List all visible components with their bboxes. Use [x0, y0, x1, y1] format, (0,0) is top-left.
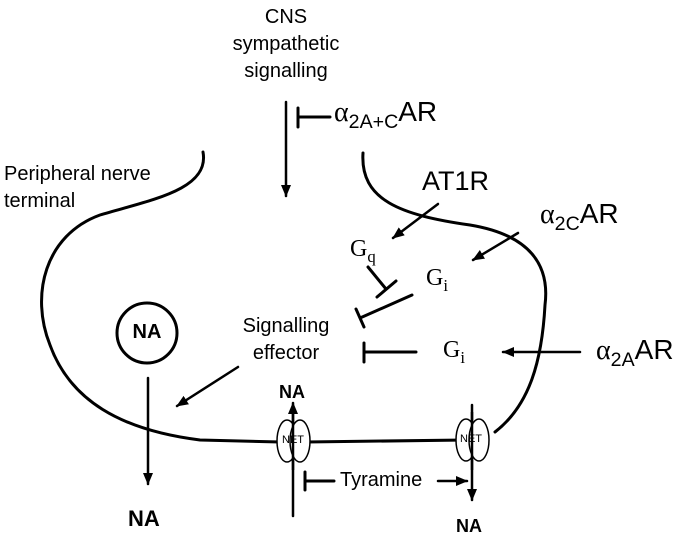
gi-lower-inhibition-line [362, 341, 418, 364]
net-right-label: NET [460, 433, 482, 445]
alpha2ac-inhibition-line [296, 106, 332, 129]
gi-protein-upper-label: Gi [426, 265, 449, 295]
gi-upper-inhibition-line [354, 293, 414, 329]
na-right-bottom-label: NA [456, 516, 482, 536]
at1r-receptor-label: AT1R [422, 166, 490, 196]
peripheral-nerve-terminal-label: Peripheral nerve terminal [4, 163, 151, 212]
gi-protein-lower-label: Gi [443, 337, 466, 367]
alpha-2c-receptor-label: α2CAR [540, 198, 619, 235]
cns-sympathetic-signalling-label: CNS sympathetic signalling [232, 6, 340, 82]
nerve-terminal-right-outline [361, 151, 548, 434]
gq-protein-label: Gq [350, 236, 376, 266]
na-left-bottom-label: NA [128, 506, 160, 531]
net-left-label: NET [282, 434, 304, 446]
tyramine-label: Tyramine [340, 469, 423, 491]
effector-to-na-arrow [175, 365, 240, 408]
nerve-terminal-left-outline [40, 150, 282, 444]
at1r-to-gq-arrow [391, 202, 440, 240]
tyramine-inhibition-line [303, 470, 336, 492]
nerve-terminal-bottom-membrane [304, 438, 468, 444]
alpha2c-to-gi-arrow [471, 231, 520, 262]
na-middle-top-label: NA [279, 382, 305, 402]
net-left-half-b [289, 419, 311, 463]
signalling-effector-label: Signalling effector [242, 315, 330, 364]
gq-inhibition-line [366, 265, 398, 299]
net-right-half-b [468, 418, 490, 462]
na-vesicle [115, 301, 179, 365]
alpha-2ac-receptor-label: α2A+CAR [334, 96, 438, 133]
na-vesicle-label: NA [132, 321, 162, 343]
alpha-2a-receptor-label: α2AAR [596, 334, 674, 371]
